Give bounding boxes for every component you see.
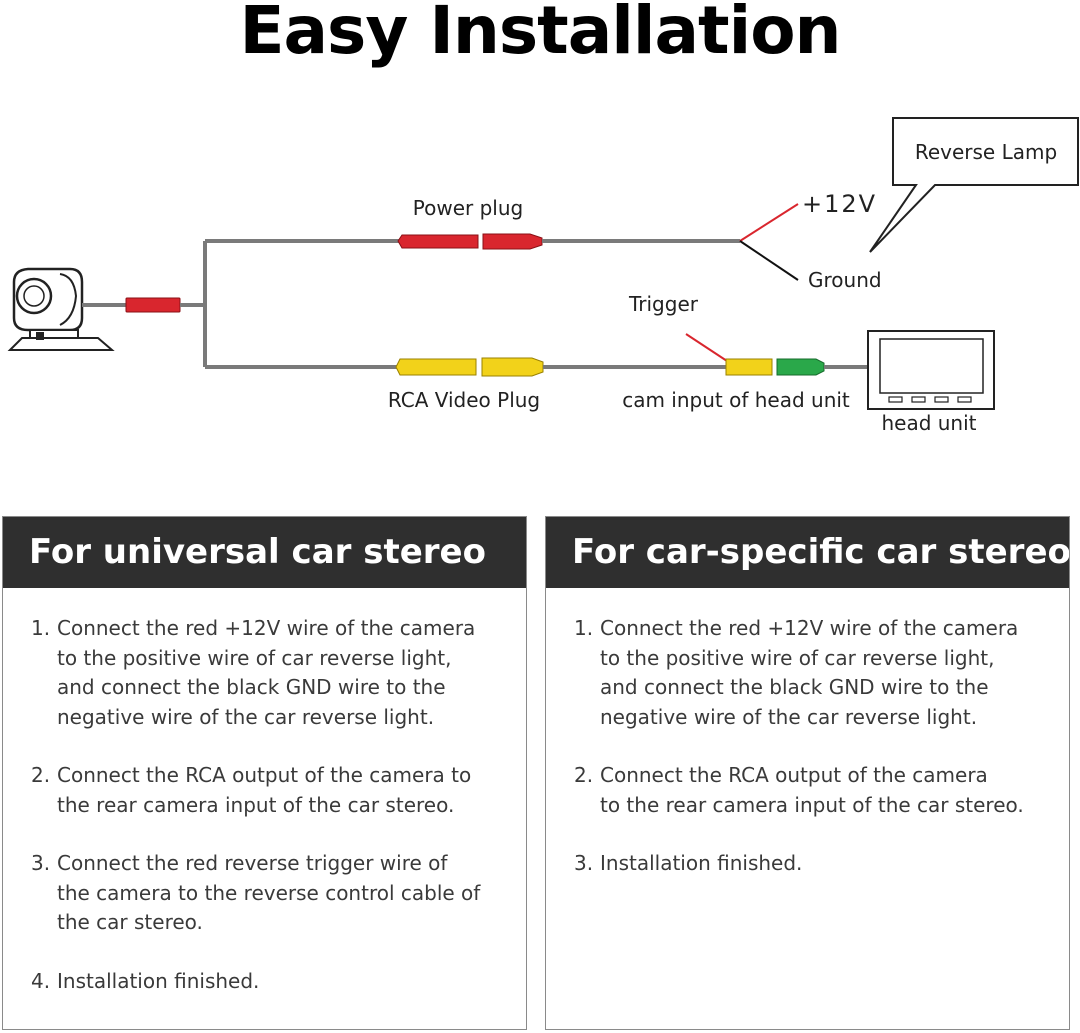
step-item: 1.Connect the red +12V wire of the camer… xyxy=(31,616,476,729)
head-unit-label: head unit xyxy=(881,411,976,435)
cam-input-label: cam input of head unit xyxy=(622,388,850,412)
step-item: 2.Connect the RCA output of the camera t… xyxy=(31,763,472,817)
universal-stereo-panel: For universal car stereo 1.Connect the r… xyxy=(2,516,527,1030)
step-item: 3.Connect the red reverse trigger wire o… xyxy=(31,851,481,934)
rca-plug-female xyxy=(481,357,544,377)
trigger-plug xyxy=(776,358,825,376)
step-item: 2.Connect the RCA output of the camera t… xyxy=(574,763,1024,817)
reverse-lamp-label: Reverse Lamp xyxy=(915,140,1057,164)
power-plug-label: Power plug xyxy=(413,196,523,220)
ground-label: Ground xyxy=(808,268,882,292)
trigger-wire xyxy=(685,333,728,362)
car-specific-stereo-panel: For car-specific car stereo 1.Connect th… xyxy=(545,516,1070,1030)
plus12v-label: +12V xyxy=(802,190,877,218)
inline-connector xyxy=(125,297,181,313)
panel-heading: For universal car stereo xyxy=(3,517,526,588)
power-plug-female xyxy=(482,233,543,250)
steps-list: 1.Connect the red +12V wire of the camer… xyxy=(546,588,1069,879)
rca-video-plug-label: RCA Video Plug xyxy=(388,388,540,412)
step-item: 1.Connect the red +12V wire of the camer… xyxy=(574,616,1019,729)
camera-icon xyxy=(7,267,115,351)
ground-wire xyxy=(739,240,799,281)
steps-list: 1.Connect the red +12V wire of the camer… xyxy=(3,588,526,996)
step-item: 3.Installation finished. xyxy=(574,851,803,875)
wiring-diagram: Reverse Lamp +12V Power plug Ground Trig… xyxy=(7,117,1079,435)
power-plug-male xyxy=(397,234,479,249)
rca-plug-male xyxy=(395,358,477,376)
trigger-label: Trigger xyxy=(628,292,699,316)
step-item: 4.Installation finished. xyxy=(31,968,260,993)
head-unit-icon xyxy=(867,330,995,410)
reverse-lamp-callout xyxy=(869,117,1079,253)
cam-input-plug xyxy=(725,358,773,376)
page-title: Easy Installation xyxy=(239,0,841,69)
plus12v-wire xyxy=(739,203,799,242)
panel-heading: For car-specific car stereo xyxy=(546,517,1069,588)
